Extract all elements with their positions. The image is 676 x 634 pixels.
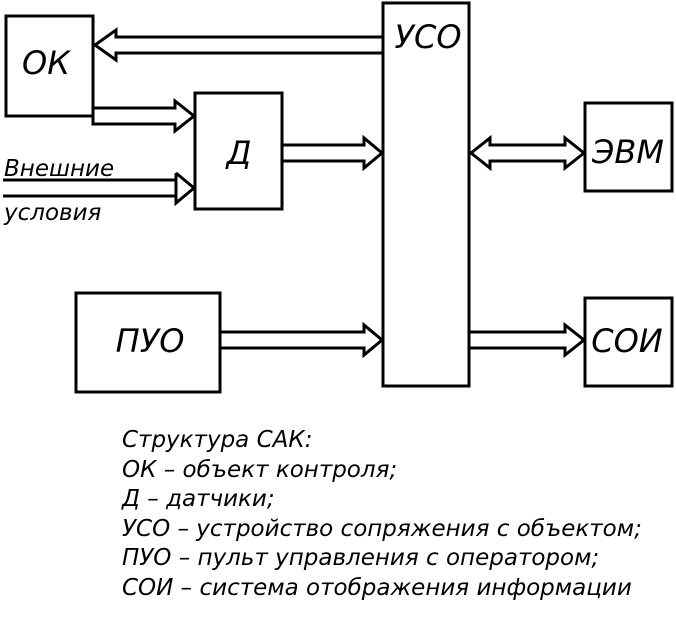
block-soi-label: СОИ — [591, 322, 663, 360]
legend: Структура САК: ОК – объект контроля; Д –… — [122, 426, 642, 603]
legend-item-d: Д – датчики; — [122, 486, 275, 512]
block-d-label: Д — [225, 134, 252, 172]
block-ok-label: ОК — [22, 44, 71, 82]
external-input-label-1: Внешние — [4, 156, 114, 182]
arrow-ok-to-d — [91, 97, 197, 135]
legend-title: Структура САК: — [122, 427, 313, 453]
external-input-label-2: условия — [3, 200, 102, 226]
block-uso-label: УСО — [394, 18, 461, 56]
block-evm-label: ЭВМ — [591, 133, 664, 171]
legend-item-puo: ПУО – пульт управления с оператором; — [122, 545, 600, 571]
legend-item-soi: СОИ – система отображения информации — [122, 574, 632, 601]
block-puo-label: ПУО — [116, 322, 185, 360]
block-soi — [583, 296, 674, 388]
block-evm — [583, 101, 674, 193]
arrow-d-to-uso — [280, 134, 385, 172]
arrow-uso-evm — [468, 134, 587, 172]
block-d — [193, 91, 284, 211]
external-input-arrowhead — [174, 171, 197, 207]
arrow-puo-to-uso — [218, 321, 385, 359]
legend-item-uso: УСО – устройство сопряжения с объектом; — [122, 515, 642, 542]
arrow-uso-to-ok — [92, 27, 385, 63]
legend-item-ok: ОК – объект контроля; — [122, 456, 398, 483]
block-diagram: ОК Д УСО ЭВМ ПУО СОИ Внешние условия — [3, 1, 674, 394]
arrow-uso-to-soi — [467, 321, 587, 359]
block-ok — [4, 14, 95, 118]
block-uso — [381, 1, 471, 388]
